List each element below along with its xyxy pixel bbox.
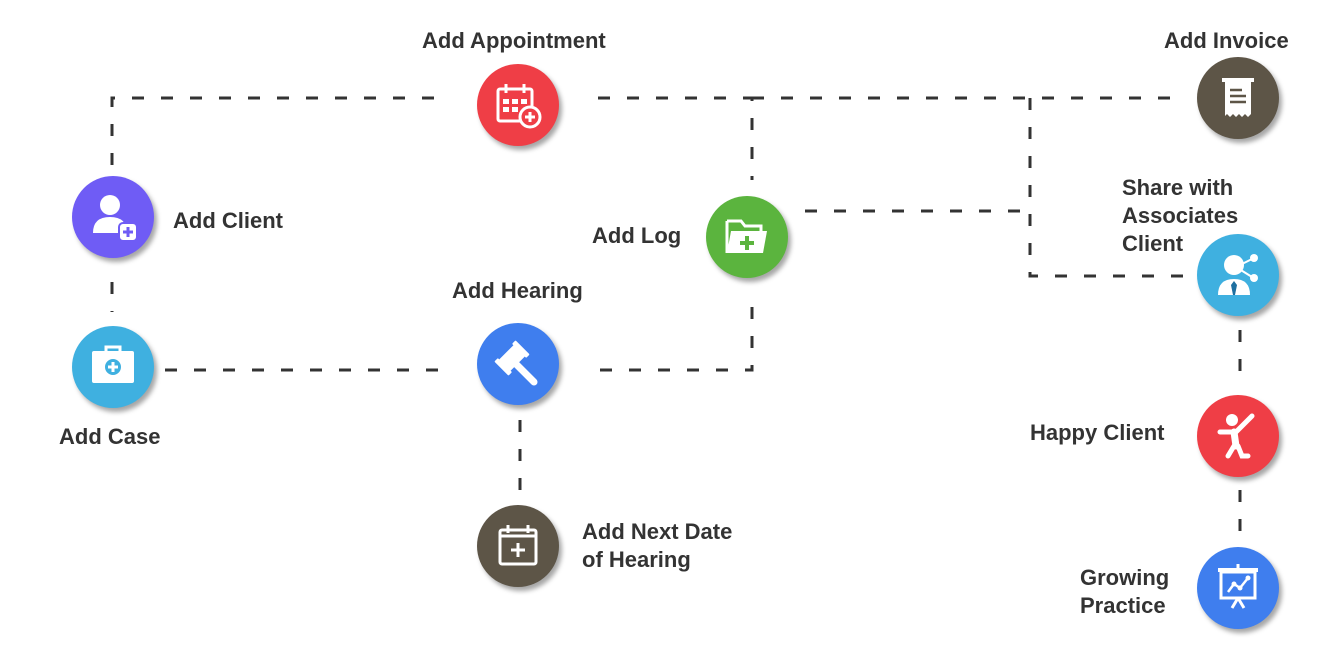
add-log-label: Add Log	[592, 223, 682, 248]
edge-hearing-log	[600, 300, 754, 372]
edge-client-appointment	[110, 96, 440, 165]
calendar-plus-icon	[496, 84, 542, 129]
receipt-icon	[1222, 78, 1254, 117]
add-invoice-node[interactable]	[1197, 57, 1279, 139]
share-user-icon	[1218, 254, 1258, 295]
add-next-date-node[interactable]	[477, 505, 559, 587]
add-next-date-label: Add Next Date of Hearing	[582, 519, 733, 572]
add-hearing-node[interactable]	[477, 323, 559, 405]
folder-plus-icon	[725, 219, 767, 253]
add-client-label: Add Client	[173, 208, 283, 233]
add-hearing-label: Add Hearing	[452, 278, 583, 303]
happy-client-node[interactable]	[1197, 395, 1279, 477]
add-client-node[interactable]	[72, 176, 154, 258]
user-plus-icon	[93, 195, 138, 242]
add-case-label: Add Case	[59, 424, 161, 449]
growing-practice-node[interactable]	[1197, 547, 1279, 629]
add-case-node[interactable]	[72, 326, 154, 408]
calendar-add-icon	[498, 525, 538, 566]
add-invoice-label: Add Invoice	[1164, 28, 1289, 53]
share-associates-node[interactable]	[1197, 234, 1279, 316]
edge-appointment-log	[598, 96, 754, 180]
edge-invoice-share	[1028, 98, 1185, 278]
jumping-person-icon	[1217, 413, 1255, 459]
gavel-icon	[494, 340, 538, 386]
share-associates-label: Share with Associates Client	[1122, 175, 1239, 256]
briefcase-plus-icon	[92, 345, 134, 383]
add-appointment-label: Add Appointment	[422, 28, 606, 53]
presentation-chart-icon	[1218, 564, 1258, 609]
add-log-node[interactable]	[706, 196, 788, 278]
add-appointment-node[interactable]	[477, 64, 559, 146]
happy-client-label: Happy Client	[1030, 420, 1165, 445]
growing-practice-label: Growing Practice	[1080, 565, 1170, 618]
